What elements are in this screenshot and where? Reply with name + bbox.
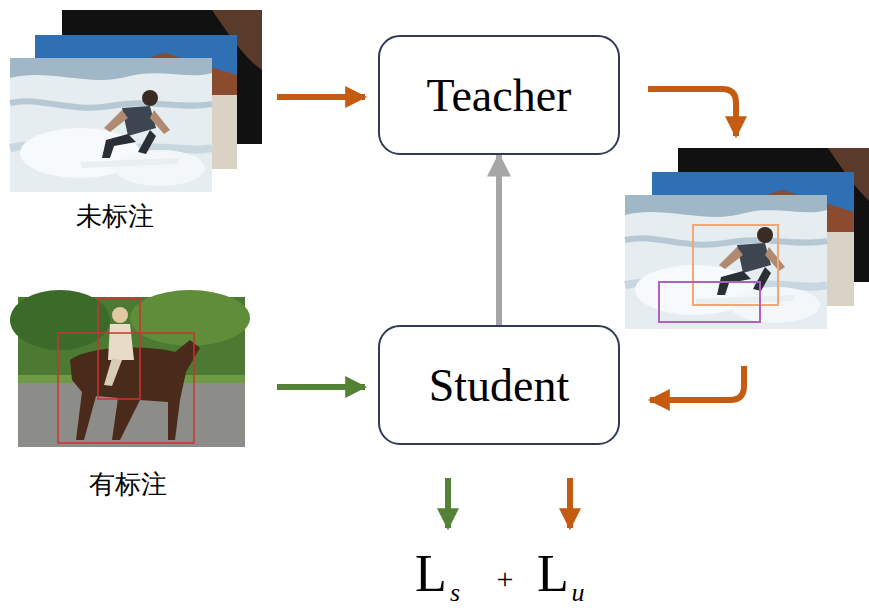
plus-sign: + [497,564,514,594]
node-label: Teacher [427,69,572,122]
illustration-part [70,340,200,440]
illustration-part [659,282,760,322]
illustration-part [277,94,365,100]
node-label: Student [429,359,570,412]
illustration-part [567,478,573,528]
illustration-part [648,89,736,136]
unlabeled-image-stack [10,10,262,192]
illustration-part [10,290,110,350]
illustration-part [277,384,365,390]
illustration-part [693,225,778,305]
loss-symbol: L [415,548,447,600]
illustration-part [104,358,122,386]
illustration-part [108,324,134,360]
illustration-part [58,333,194,443]
illustration-part [130,290,250,346]
image-caption: 未标注 [76,203,154,229]
illustration-part [98,299,140,399]
loss-symbol: L [537,548,569,600]
illustration-part [625,195,827,329]
student-box: Student [378,325,620,445]
teacher-box: Teacher [378,35,620,155]
image-caption: 有标注 [89,471,167,497]
illustration-part [10,58,212,192]
loss-subscript: u [572,580,585,606]
pseudo-labeled-image-stack [625,148,869,329]
loss-subscript: s [450,580,460,606]
illustration-part [112,307,128,323]
labeled-image [10,290,250,447]
illustration-part [445,478,451,528]
update-arrow [496,155,502,325]
illustration-part [650,366,744,400]
